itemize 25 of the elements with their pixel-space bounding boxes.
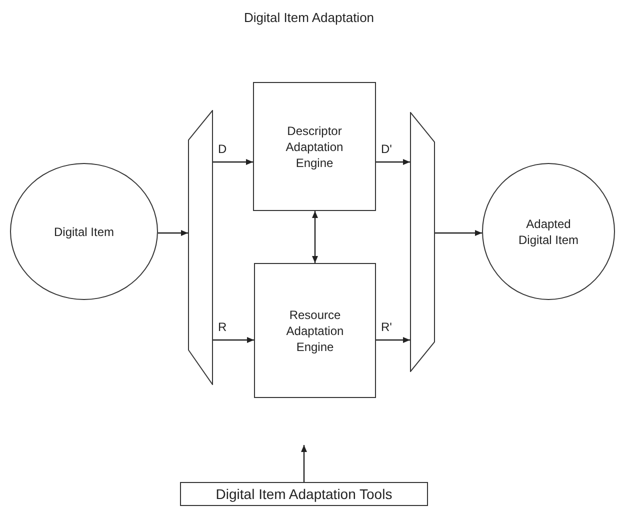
node-label: Digital Item [52, 224, 116, 240]
arrow [435, 230, 482, 236]
content-ellipse [10, 163, 158, 300]
arrow [213, 159, 253, 165]
arrow [376, 159, 410, 165]
node-label: Adapted Digital Item [517, 216, 580, 248]
arrow [312, 211, 318, 263]
arrow [376, 337, 410, 343]
content-ellipse [482, 163, 615, 300]
diagram-title: Digital Item Adaptation [242, 10, 376, 25]
engine-box [253, 82, 376, 211]
multiplexer-shape [410, 112, 435, 372]
edge-label: R [217, 320, 228, 334]
edge-label: D [217, 142, 228, 156]
edge-label: R' [380, 320, 393, 334]
tools-box [180, 482, 428, 506]
engine-box [254, 263, 376, 398]
demultiplexer-shape [188, 110, 213, 385]
arrow [158, 230, 188, 236]
node-label: Descriptor Adaptation Engine [284, 122, 344, 170]
node-label: Digital Item Adaptation Tools [214, 486, 394, 502]
arrow [301, 445, 307, 482]
arrow [213, 337, 254, 343]
edge-label: D' [380, 142, 393, 156]
node-label: Resource Adaptation Engine [285, 306, 345, 354]
